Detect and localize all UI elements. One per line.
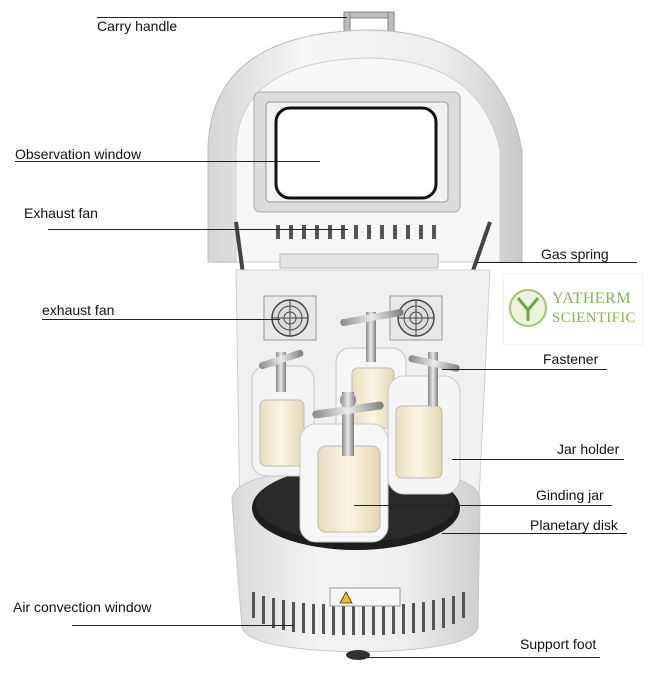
label-observation-window: Observation window (15, 146, 142, 162)
jar-assemblies (251, 308, 461, 543)
label-grinding-jar: Ginding jar (536, 487, 604, 503)
logo-line-1: YATHERM (552, 290, 632, 307)
label-gas-spring: Gas spring (541, 246, 609, 262)
label-support-foot: Support foot (520, 636, 597, 652)
exhaust-fans (263, 295, 443, 341)
label-exhaust-fan-top: Exhaust fan (24, 205, 98, 221)
label-planetary-disk: Planetary disk (530, 517, 618, 533)
leader-jar-holder (452, 459, 624, 460)
label-exhaust-fan-lower: exhaust fan (42, 302, 115, 318)
leader-exhaust-fan-top (48, 229, 348, 230)
brand-logo: YATHERM SCIENTIFIC (503, 273, 643, 345)
leader-support-foot (360, 657, 600, 658)
leader-gas-spring (477, 262, 637, 263)
label-jar-holder: Jar holder (557, 441, 620, 457)
logo-emblem-icon (509, 289, 547, 327)
leader-observation-window (15, 161, 320, 162)
label-fastener: Fastener (543, 351, 599, 367)
leader-carry-handle (97, 17, 347, 18)
label-carry-handle: Carry handle (97, 18, 178, 34)
leader-grinding-jar (354, 505, 612, 506)
lid-shape (207, 29, 523, 269)
leader-air-convection-window (72, 625, 294, 626)
leader-planetary-disk (442, 533, 627, 534)
leader-exhaust-fan-lower (42, 319, 280, 320)
label-air-convection-window: Air convection window (13, 599, 152, 615)
leader-fastener (442, 369, 607, 370)
logo-line-2: SCIENTIFIC (552, 310, 636, 326)
